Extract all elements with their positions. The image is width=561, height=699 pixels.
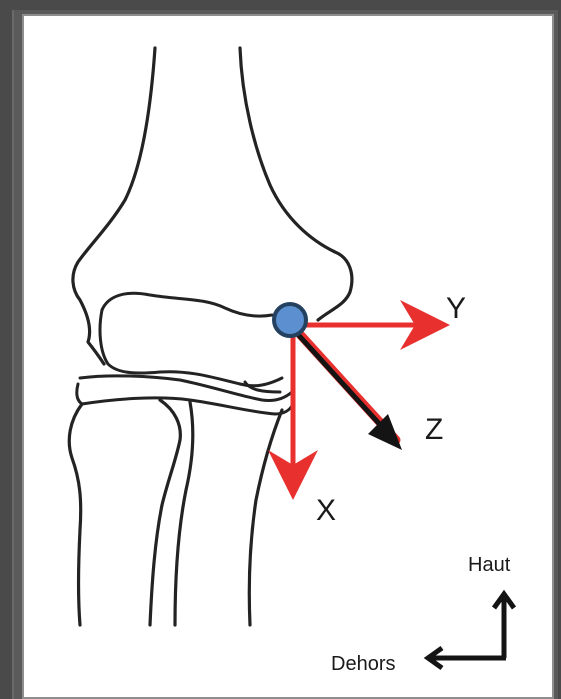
z-axis-arrow	[294, 330, 402, 450]
z-axis-label: Z	[425, 413, 443, 446]
up-direction-label: Haut	[468, 554, 511, 576]
out-direction-label: Dehors	[331, 653, 395, 675]
orientation-indicator: Haut Dehors	[331, 554, 514, 675]
tibia-outline	[175, 402, 282, 625]
fibula-outline	[69, 400, 180, 625]
y-axis-label: Y	[446, 292, 466, 325]
tibia-plateau	[77, 376, 293, 414]
femur-outline	[73, 48, 352, 364]
x-axis-label: X	[316, 494, 336, 527]
origin-point-icon	[274, 304, 306, 336]
